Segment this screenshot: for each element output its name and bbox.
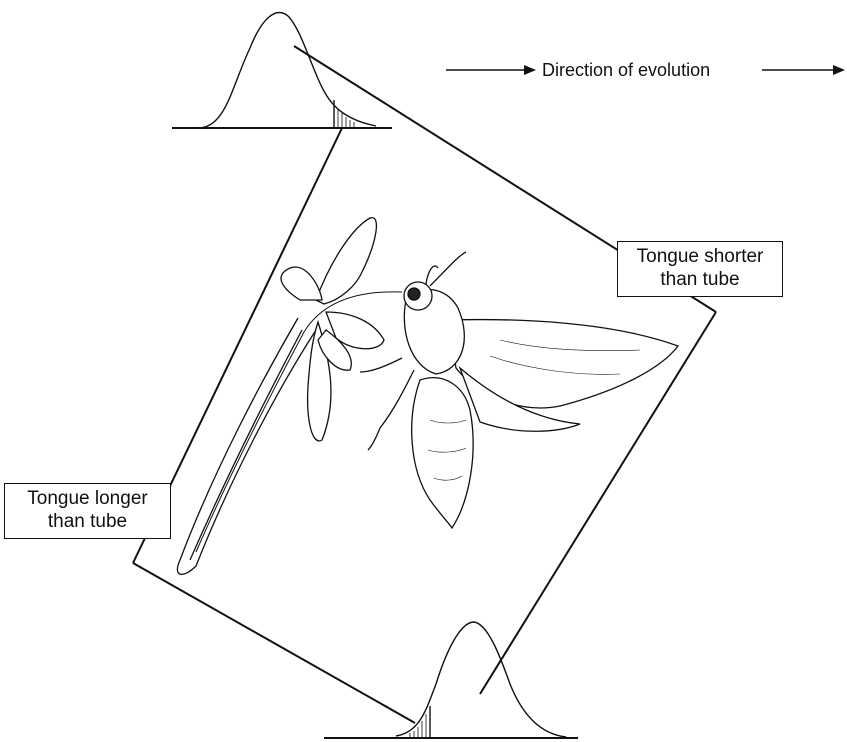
tongue-longer-line-2: than tube bbox=[11, 510, 164, 533]
flower-petal-left bbox=[281, 267, 322, 300]
flower-petal-upper bbox=[316, 218, 376, 304]
flower-tube-outer bbox=[177, 318, 316, 574]
right-arrow-head bbox=[833, 65, 845, 75]
left-arrow-head bbox=[524, 65, 536, 75]
evolution-direction-label: Direction of evolution bbox=[536, 59, 716, 81]
moth-antenna bbox=[426, 252, 466, 286]
frame-edge-bottom-left bbox=[133, 563, 415, 723]
bottom-bell-curve bbox=[396, 622, 566, 737]
tongue-shorter-label-box: Tongue shorter than tube bbox=[617, 241, 783, 297]
tongue-longer-line-1: Tongue longer bbox=[11, 487, 164, 510]
moth-legs bbox=[360, 358, 414, 450]
moth-eye bbox=[408, 288, 420, 300]
top-bell-curve bbox=[200, 13, 376, 128]
moth-abdomen bbox=[412, 378, 473, 528]
top-distribution-curve bbox=[172, 13, 392, 128]
bottom-tail-shading bbox=[410, 714, 426, 738]
tongue-shorter-line-1: Tongue shorter bbox=[624, 245, 776, 268]
bottom-distribution-curve bbox=[324, 622, 578, 738]
tongue-longer-label-box: Tongue longer than tube bbox=[4, 483, 171, 539]
flower-illustration bbox=[177, 218, 402, 575]
tongue-shorter-line-2: than tube bbox=[624, 268, 776, 291]
